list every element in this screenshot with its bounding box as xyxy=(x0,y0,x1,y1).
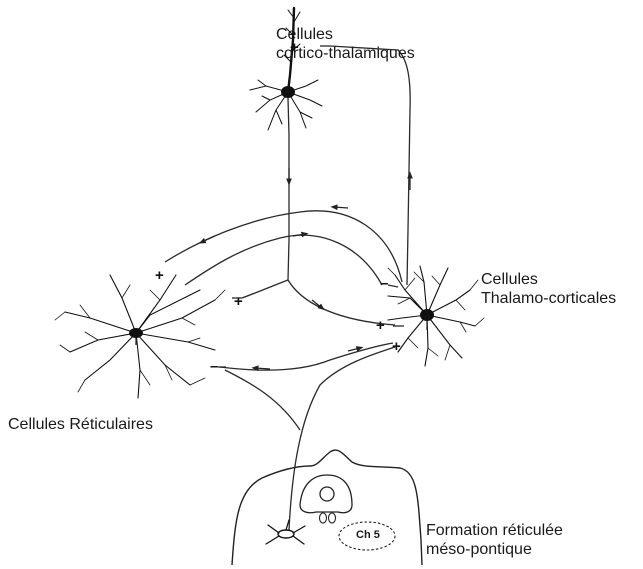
ch5-label: Ch 5 xyxy=(356,529,380,542)
thalamo-label-line1: Cellules xyxy=(481,270,538,289)
sign-reticular-top: + xyxy=(155,268,164,283)
reticular-label: Cellules Réticulaires xyxy=(8,415,153,434)
thalamo-to-reticular-collaterals xyxy=(165,207,402,285)
thalamo-label-line2: Thalamo-corticales xyxy=(481,289,616,308)
sign-thalamo-top: – xyxy=(380,276,388,291)
sign-cortico-input: + xyxy=(290,40,299,55)
sign-thalamo-mid: + xyxy=(376,318,385,333)
sign-thalamo-low: + xyxy=(392,339,401,354)
sign-reticular-right: + xyxy=(234,294,243,309)
sign-reticular-bottom: – xyxy=(210,359,218,374)
formation-label-line2: méso-pontique xyxy=(426,540,532,559)
brainstem-projection xyxy=(225,347,395,530)
formation-label-line1: Formation réticulée xyxy=(426,521,563,540)
thalamo-cortical-axon-loop xyxy=(320,46,410,285)
brainstem-neuron xyxy=(266,520,305,544)
brainstem-outline xyxy=(232,450,422,565)
cortico-label-line1: Cellules xyxy=(276,25,333,44)
reticular-neuron xyxy=(55,275,225,398)
